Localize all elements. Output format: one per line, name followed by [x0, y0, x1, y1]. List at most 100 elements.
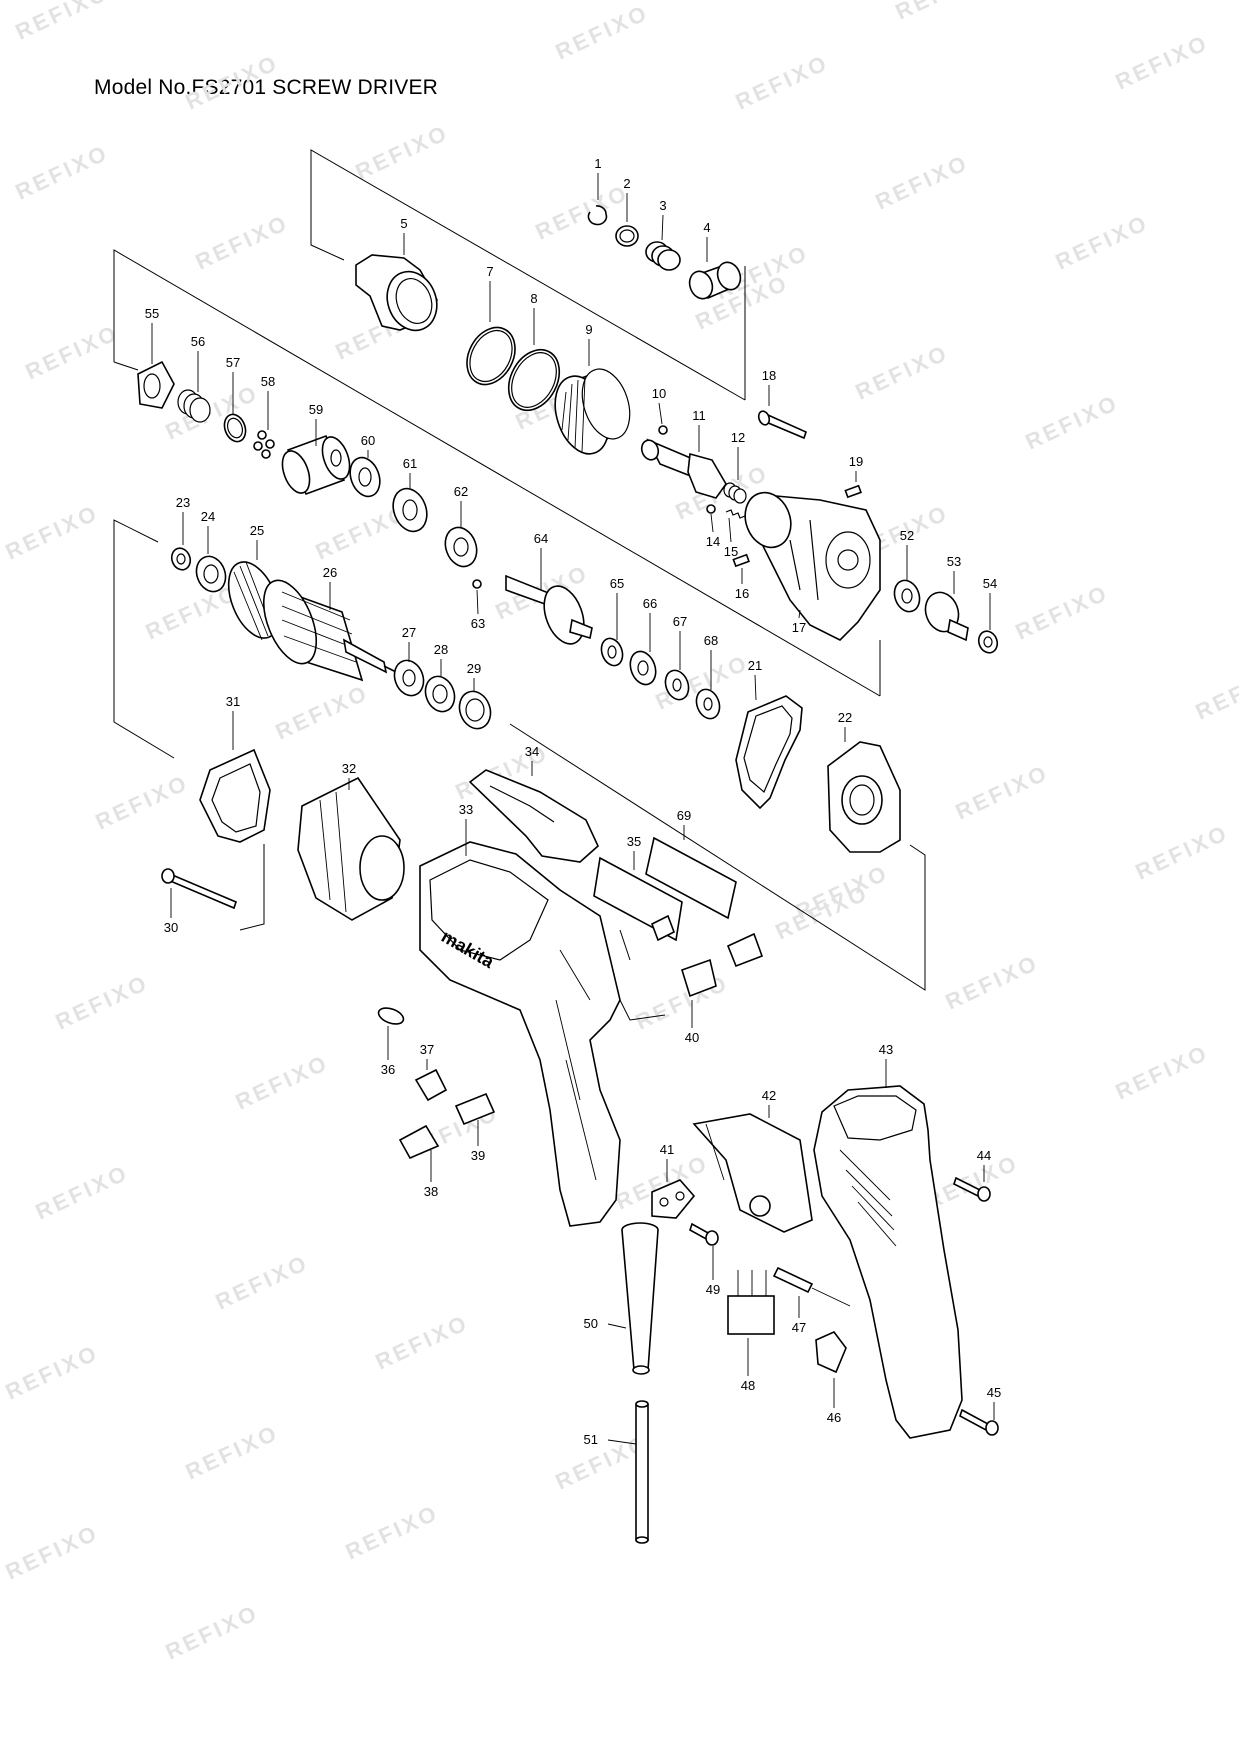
part-number-label: 16	[735, 586, 749, 601]
part-number-label: 51	[584, 1432, 598, 1447]
part-number-label: 7	[486, 264, 493, 279]
part-number-label: 49	[706, 1282, 720, 1297]
part-number-label: 55	[145, 306, 159, 321]
part-64-spur-gear	[505, 574, 593, 645]
watermark-text: REFIXO	[2, 1340, 103, 1405]
part-number-label: 4	[703, 220, 710, 235]
watermark-text: REFIXO	[162, 1600, 263, 1665]
watermark-text: REFIXO	[212, 1250, 313, 1315]
watermark-text: REFIXO	[1192, 660, 1239, 725]
part-39-brush-holder	[454, 1092, 496, 1126]
part-number-label: 1	[594, 156, 601, 171]
part-24-ball-bearing	[195, 555, 227, 593]
part-number-label: 37	[420, 1042, 434, 1057]
part-58-steel-balls	[253, 430, 275, 459]
leader-line	[710, 513, 714, 533]
leader-line	[607, 1439, 637, 1445]
part-number-label: 48	[741, 1378, 755, 1393]
watermark-text: REFIXO	[372, 0, 473, 5]
watermark-text: REFIXO	[1052, 210, 1153, 275]
part-45-screw	[959, 1408, 999, 1436]
watermark-text: REFIXO	[92, 770, 193, 835]
part-2-ring	[615, 225, 639, 247]
part-callouts: 1234578910111214151617181921222324252627…	[145, 156, 1001, 1447]
part-21-gasket	[735, 695, 803, 810]
part-54-washer	[977, 630, 999, 654]
part-40-brush-holder	[681, 932, 764, 998]
part-number-label: 26	[323, 565, 337, 580]
part-number-label: 27	[402, 625, 416, 640]
part-62-washer	[444, 526, 478, 568]
part-number-label: 12	[731, 430, 745, 445]
part-12-spring	[723, 482, 747, 504]
part-30-screw	[161, 868, 237, 910]
part-number-label: 29	[467, 661, 481, 676]
part-number-label: 42	[762, 1088, 776, 1103]
part-number-label: 25	[250, 523, 264, 538]
part-number-label: 21	[748, 658, 762, 673]
watermark-text: REFIXO	[22, 320, 123, 385]
part-number-label: 5	[400, 216, 407, 231]
part-number-label: 15	[724, 544, 738, 559]
part-number-label: 57	[226, 355, 240, 370]
watermark-text: REFIXO	[942, 950, 1043, 1015]
part-number-label: 35	[627, 834, 641, 849]
part-number-label: 17	[792, 620, 806, 635]
part-38-carbon-brush	[398, 1124, 440, 1160]
leader-line	[658, 402, 663, 425]
part-number-label: 8	[530, 291, 537, 306]
watermark-text: REFIXO	[32, 1160, 133, 1225]
part-3-spring	[645, 241, 681, 271]
part-number-label: 54	[983, 576, 997, 591]
part-number-label: 69	[677, 808, 691, 823]
watermark-text: REFIXO	[732, 50, 833, 115]
part-number-label: 14	[706, 534, 720, 549]
part-17-gear-housing	[744, 491, 881, 641]
part-number-label: 38	[424, 1184, 438, 1199]
part-number-label: 47	[792, 1320, 806, 1335]
watermark-text: REFIXO	[182, 50, 283, 115]
part-48-capacitor	[727, 1270, 775, 1335]
watermark-text: REFIXO	[52, 970, 153, 1035]
leader-line	[476, 589, 479, 615]
watermark-text: REFIXO	[352, 120, 453, 185]
part-67-washer	[664, 669, 690, 701]
watermark-text: REFIXO	[342, 1500, 443, 1565]
part-number-label: 31	[226, 694, 240, 709]
part-11-spindle	[640, 438, 727, 499]
part-number-label: 45	[987, 1385, 1001, 1400]
part-27-washer	[393, 659, 425, 697]
part-36-cap	[377, 1007, 405, 1025]
part-53-gear-shaft	[924, 591, 969, 642]
part-number-label: 11	[692, 408, 706, 423]
part-number-label: 52	[900, 528, 914, 543]
watermark-text: REFIXO	[12, 0, 113, 45]
part-26-armature	[262, 579, 405, 682]
part-61-thrust-bearing	[392, 487, 428, 533]
part-number-label: 22	[838, 710, 852, 725]
part-50-cord-guard	[621, 1222, 659, 1375]
leader-line	[661, 214, 664, 241]
watermark-text: REFIXO	[192, 210, 293, 275]
part-number-label: 40	[685, 1030, 699, 1045]
part-number-label: 18	[762, 368, 776, 383]
part-number-label: 56	[191, 334, 205, 349]
part-19-pin	[844, 484, 862, 499]
part-31-baffle-plate	[199, 748, 271, 843]
part-60-washer	[349, 456, 381, 498]
watermark-text: REFIXO	[1132, 820, 1233, 885]
part-number-label: 19	[849, 454, 863, 469]
part-4-sleeve	[688, 261, 742, 300]
part-number-label: 28	[434, 642, 448, 657]
watermark-text: REFIXO	[952, 760, 1053, 825]
part-66-thrust-bearing	[629, 650, 657, 686]
watermark-text: REFIXO	[1022, 390, 1123, 455]
part-37-brush-holder	[414, 1068, 448, 1102]
leader-line	[798, 609, 801, 619]
part-number-label: 34	[525, 744, 539, 759]
part-number-label: 53	[947, 554, 961, 569]
part-28-ball-bearing	[424, 675, 456, 713]
part-57-ring	[223, 413, 247, 443]
watermark-text: REFIXO	[2, 500, 103, 565]
part-number-label: 23	[176, 495, 190, 510]
